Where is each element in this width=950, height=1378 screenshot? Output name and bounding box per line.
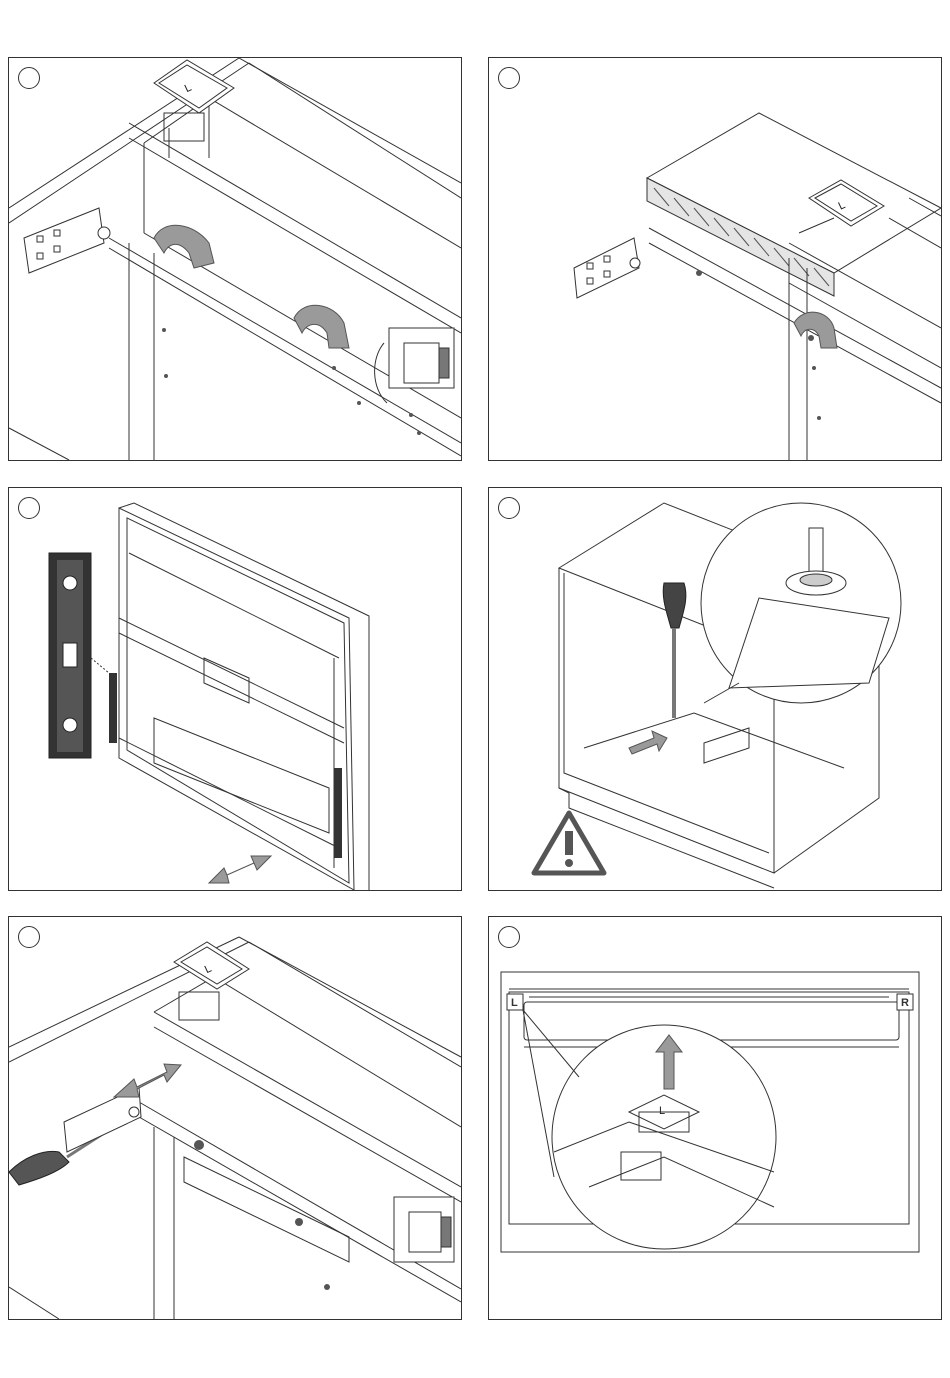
- step-panel-1: L: [8, 57, 462, 461]
- marker-l-text: L: [511, 997, 518, 1009]
- detail-magnifier: [701, 503, 901, 703]
- connector-block: [394, 1197, 454, 1262]
- step-number-circle: [498, 926, 520, 948]
- step-panel-5: L: [8, 916, 462, 1320]
- mounting-bracket: [574, 238, 640, 298]
- step-panel-4: [488, 487, 942, 891]
- mounting-bracket: [24, 208, 110, 273]
- screwdriver: [663, 583, 686, 718]
- step-number-circle: [18, 67, 40, 89]
- step-panel-3: [8, 487, 462, 891]
- connector-block: [375, 328, 454, 403]
- horizontal-arrow: [209, 856, 271, 883]
- push-arrow: [629, 731, 667, 754]
- corner-marker-l: L: [507, 994, 523, 1010]
- panel-2-illustration: L: [489, 58, 941, 460]
- detail-magnifier: L: [523, 1010, 776, 1249]
- marker-r-text: R: [901, 997, 909, 1009]
- spirit-level: [49, 553, 91, 758]
- rotation-arrow: [154, 225, 349, 348]
- rotation-arrow: [794, 312, 837, 348]
- step-number-circle: [18, 497, 40, 519]
- adjust-arrow: [114, 1064, 181, 1097]
- corner-marker-r: R: [897, 994, 913, 1010]
- step-panel-6: L R L: [488, 916, 942, 1320]
- step-number-circle: [498, 67, 520, 89]
- step-panel-2: L: [488, 57, 942, 461]
- step-number-circle: [18, 926, 40, 948]
- panel-1-illustration: L: [9, 58, 461, 460]
- panel-4-illustration: [489, 488, 941, 890]
- plate-l-glyph: L: [659, 1105, 665, 1117]
- corner-plate-l: L: [174, 942, 249, 989]
- panel-6-illustration: L R L: [489, 917, 941, 1319]
- panel-3-illustration: [9, 488, 461, 890]
- step-number-circle: [498, 497, 520, 519]
- warning-triangle-icon: [534, 813, 604, 873]
- panel-5-illustration: L: [9, 917, 461, 1319]
- screw-dot: [696, 270, 702, 276]
- worktop-slab: [647, 113, 941, 296]
